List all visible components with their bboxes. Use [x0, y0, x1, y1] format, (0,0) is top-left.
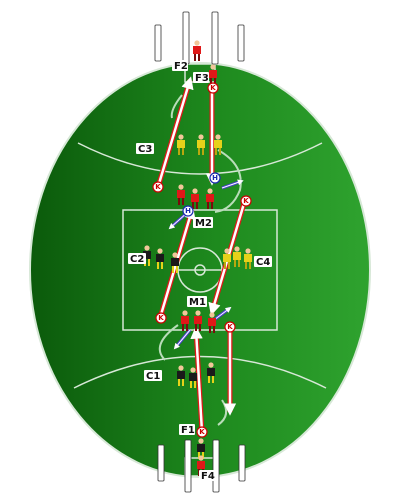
- svg-text:K: K: [210, 84, 216, 92]
- svg-text:K: K: [158, 314, 164, 322]
- running-route: [214, 149, 242, 213]
- kick-marker-icon: K: [196, 426, 208, 438]
- svg-text:C1: C1: [146, 371, 160, 382]
- svg-text:F4: F4: [201, 471, 215, 482]
- kick-marker-icon: K: [224, 321, 236, 333]
- label-f3: F3: [193, 72, 209, 84]
- label-c4: C4: [254, 256, 272, 268]
- svg-text:K: K: [199, 428, 205, 436]
- svg-text:F1: F1: [181, 425, 195, 436]
- label-c2: C2: [128, 253, 146, 265]
- player-red: [193, 40, 201, 61]
- svg-text:K: K: [155, 183, 161, 191]
- svg-text:C2: C2: [130, 254, 144, 265]
- svg-text:H: H: [212, 174, 218, 182]
- handball-marker-icon: H: [209, 172, 221, 184]
- kick-path: [190, 326, 205, 433]
- svg-text:C3: C3: [138, 144, 152, 155]
- handball-path: [173, 329, 192, 350]
- svg-text:K: K: [243, 197, 249, 205]
- kick-marker-icon: K: [152, 181, 164, 193]
- running-route: [170, 94, 183, 119]
- kick-marker-icon: K: [240, 195, 252, 207]
- svg-text:M1: M1: [189, 297, 206, 308]
- handball-marker-icon: H: [182, 205, 194, 217]
- handball-path: [213, 306, 232, 322]
- kick-path: [155, 76, 194, 188]
- label-f2: F2: [172, 60, 188, 72]
- goal-post-icon: [157, 439, 246, 493]
- svg-text:F2: F2: [174, 61, 188, 72]
- svg-text:F3: F3: [195, 73, 209, 84]
- svg-text:C4: C4: [256, 257, 270, 268]
- label-m1: M1: [187, 296, 207, 308]
- running-route: [158, 324, 179, 361]
- svg-text:H: H: [185, 207, 191, 215]
- label-c3: C3: [136, 143, 154, 155]
- label-f4: F4: [199, 470, 215, 482]
- goal-post-icon: [154, 11, 245, 65]
- handball-path: [221, 179, 244, 190]
- kick-marker-icon: K: [155, 312, 167, 324]
- label-c1: C1: [144, 370, 162, 382]
- label-f1: F1: [179, 424, 195, 436]
- svg-text:K: K: [227, 323, 233, 331]
- label-m2: M2: [193, 217, 213, 229]
- kick-marker-icon: K: [207, 82, 219, 94]
- fifty-metre-arc-top: [77, 142, 323, 175]
- svg-text:M2: M2: [195, 218, 212, 229]
